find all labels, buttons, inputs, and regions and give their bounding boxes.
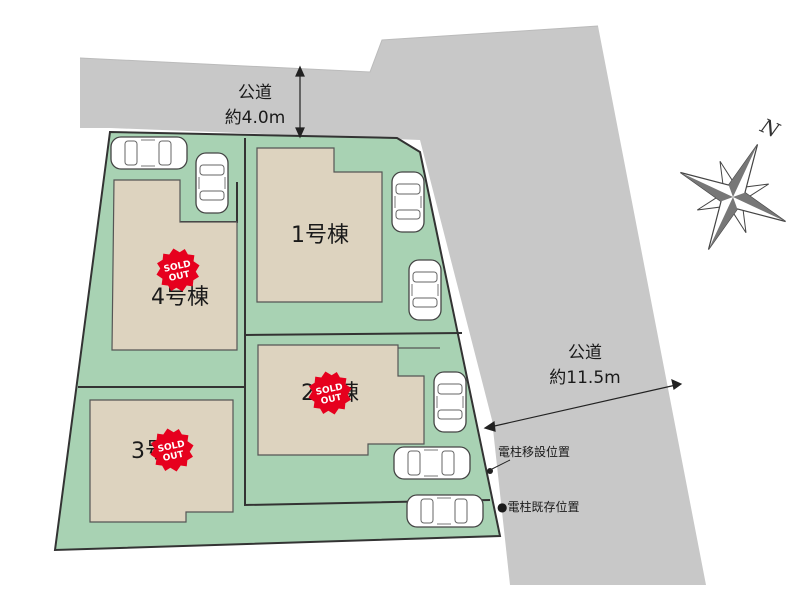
pole-existing-label: ●電柱既存位置 [497,499,579,514]
car-icon [433,371,467,433]
north-road-width: 約4.0m [225,108,286,128]
car-icon [393,446,471,480]
north-road [80,26,706,585]
sold-out-badge-icon: SOLD OUT [145,423,199,477]
sold-out-badge-icon: SOLD OUT [151,243,205,297]
car-icon [391,171,425,233]
north-road-dimension [295,65,305,139]
east-road-width: 約11.5m [549,368,620,388]
east-road-name: 公道 [568,343,602,363]
compass-north-label: N [756,113,784,143]
pole-leader-line [489,459,511,471]
car-icon [408,259,442,321]
car-icon [195,152,229,214]
sold-out-text: OUT [168,270,192,284]
car-icon [406,494,484,528]
building-1-label: 1号棟 [291,223,349,248]
north-road-edge [79,25,599,73]
compass-rose-icon [680,144,786,250]
building-1 [256,147,383,303]
pole-relocation-label: 電柱移設位置 [498,444,570,459]
pole-relocation-marker [487,468,493,474]
sold-out-text: OUT [320,393,344,407]
car-icon [110,136,188,170]
east-road-dimension [483,378,683,432]
sold-out-text: OUT [162,450,186,464]
north-road-name: 公道 [238,83,272,103]
sold-out-badge-icon: SOLD OUT [303,366,357,420]
